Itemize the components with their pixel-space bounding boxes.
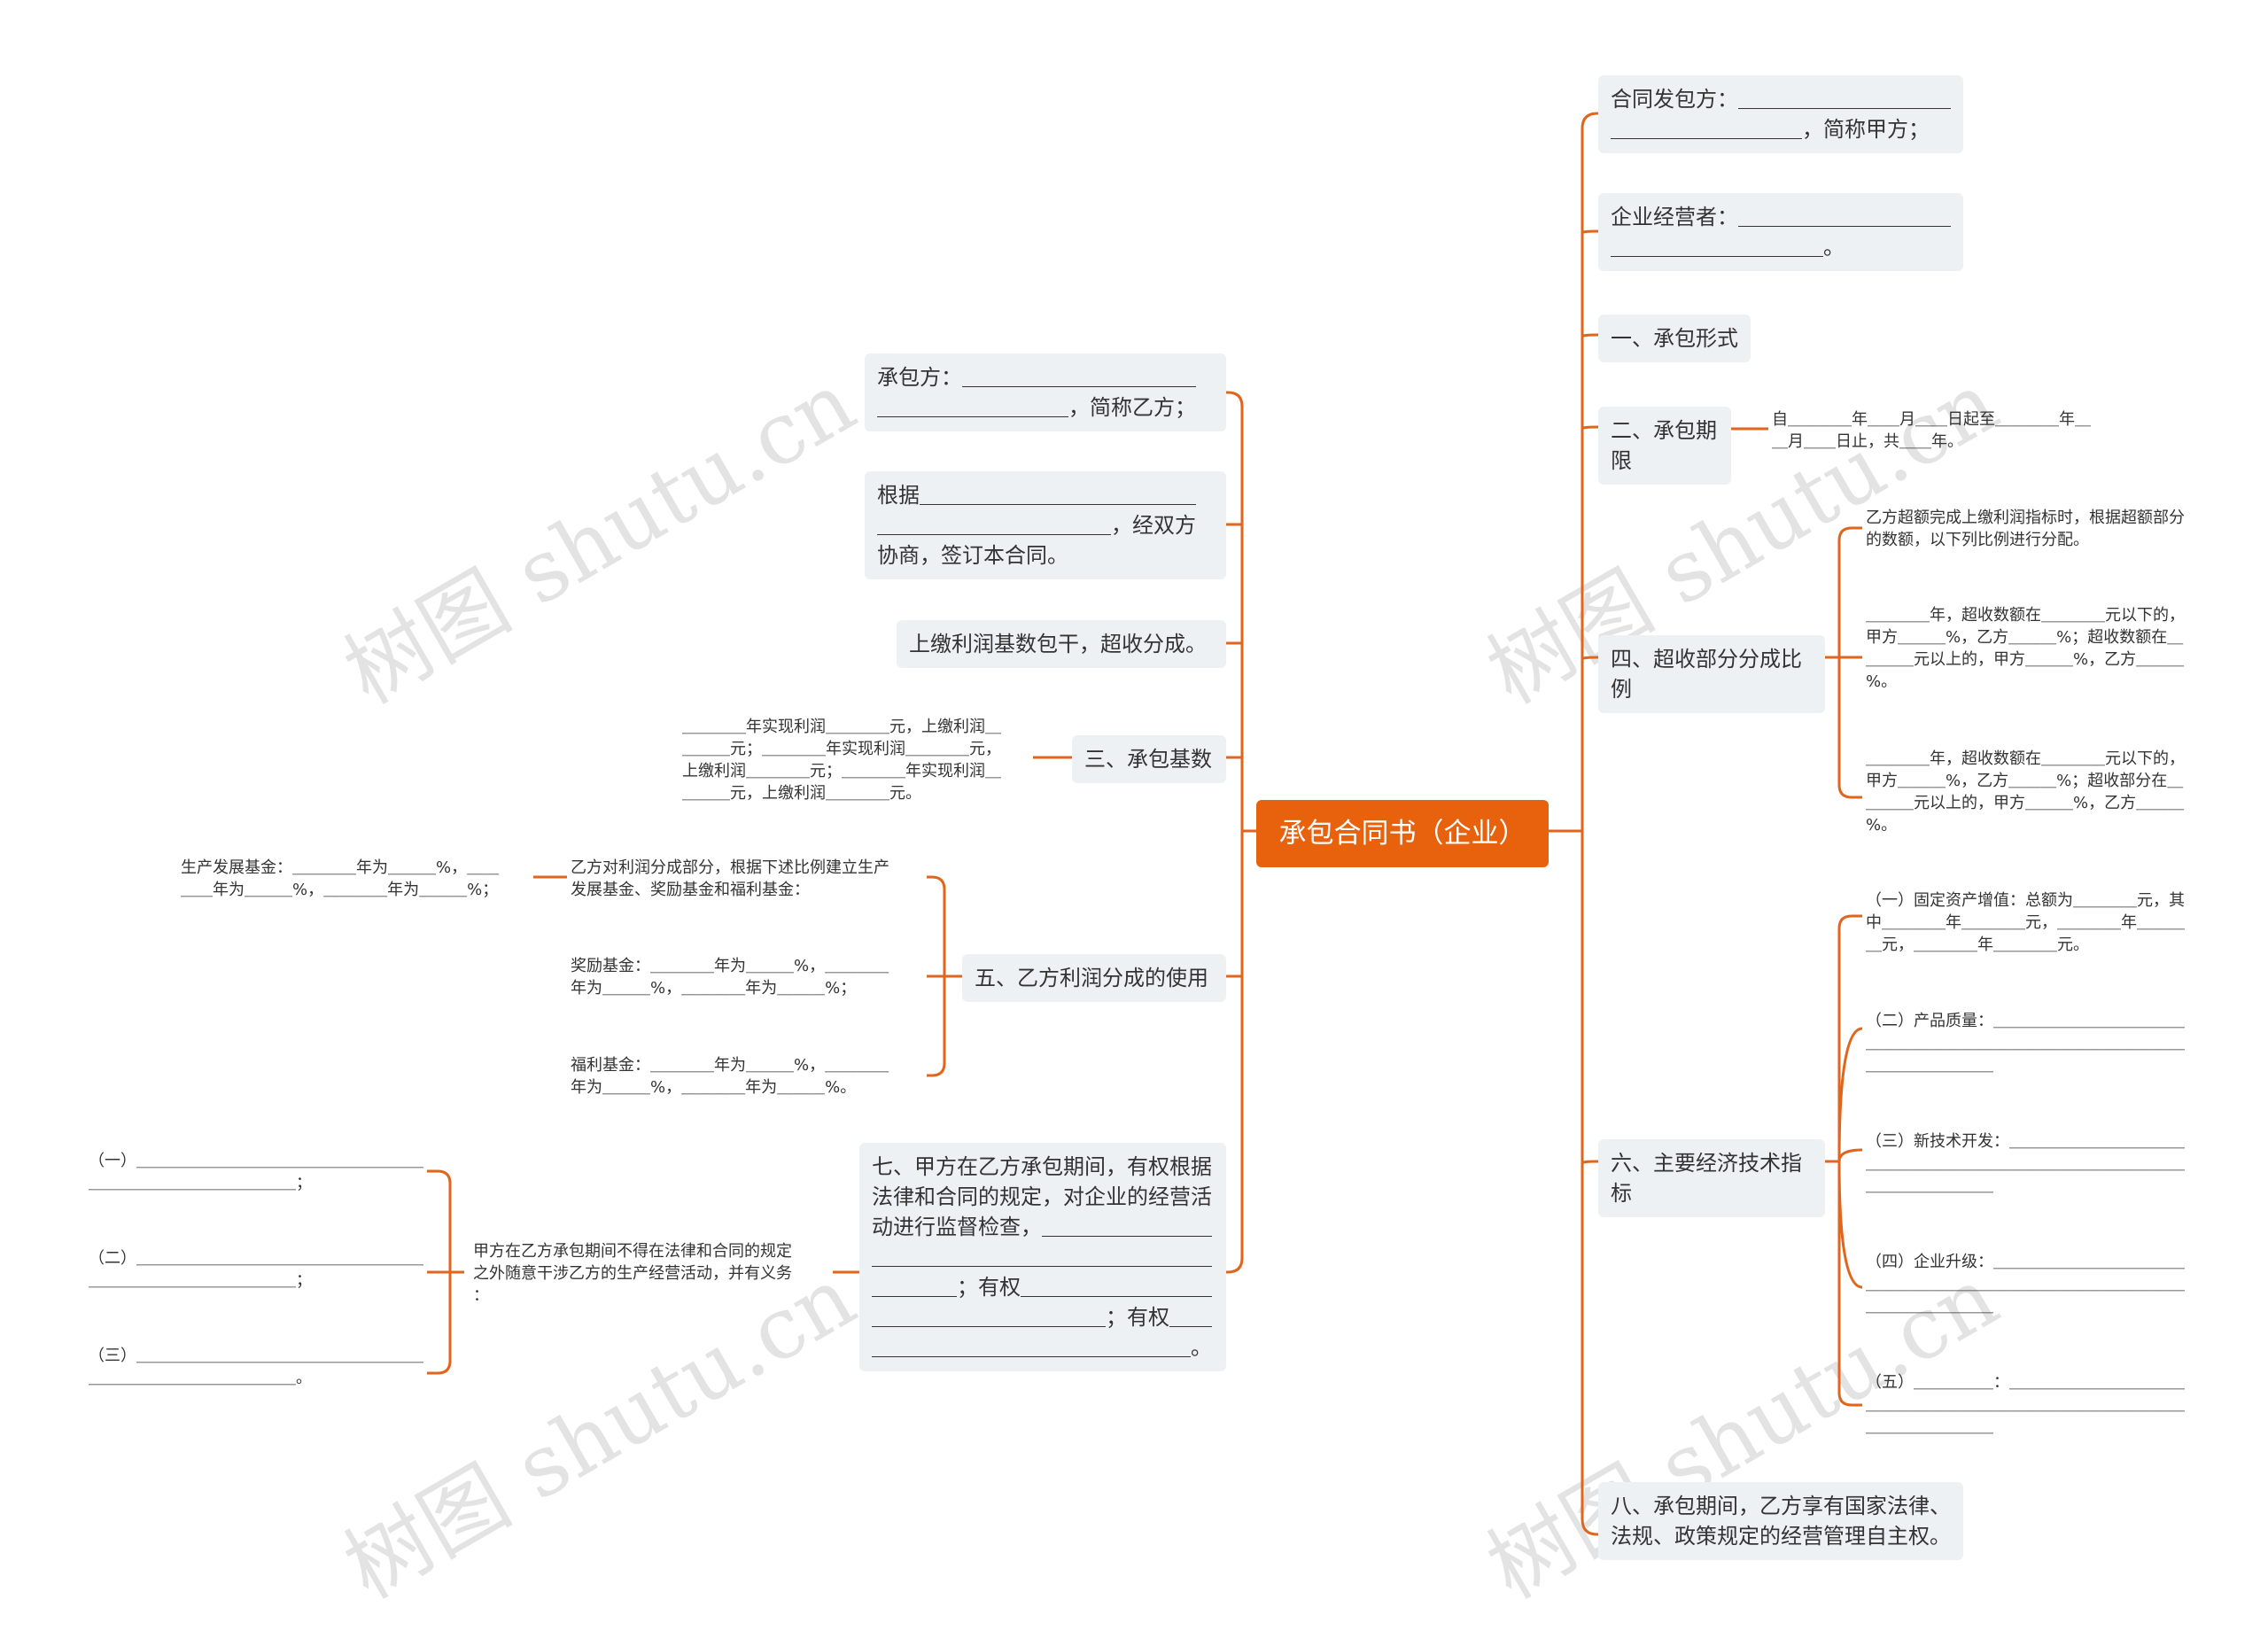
node-basis[interactable]: 根据＿＿＿＿＿＿＿＿＿＿＿＿＿＿＿＿＿＿＿＿＿＿＿＿，经双方协商，签订本合同。 — [865, 471, 1226, 579]
leaf-enterprise-upgrade: （四）企业升级：＿＿＿＿＿＿＿＿＿＿＿＿ ＿＿＿＿＿＿＿＿＿＿＿＿＿＿＿＿＿＿＿… — [1866, 1253, 2185, 1316]
node-supervision-rights[interactable]: 七、甲方在乙方承包期间，有权根据法律和合同的规定，对企业的经营活动进行监督检查，… — [859, 1143, 1226, 1371]
node-profit-share-use[interactable]: 五、乙方利润分成的使用 — [962, 954, 1226, 1002]
connector — [1581, 656, 1599, 660]
leaf-obligation-1: （一）＿＿＿＿＿＿＿＿＿＿＿＿＿＿＿＿＿＿ ＿＿＿＿＿＿＿＿＿＿＿＿＿； — [89, 1152, 423, 1192]
node-profit-base[interactable]: 上缴利润基数包干，超收分成。 — [897, 620, 1226, 668]
leaf-excess-share-intro: 乙方超额完成上缴利润指标时，根据超额部分 的数额，以下列比例进行分配。 — [1866, 509, 2185, 549]
node-contract-base[interactable]: 三、承包基数 — [1072, 735, 1226, 783]
leaf-fund-setup: 乙方对利润分成部分，根据下述比例建立生产 发展基金、奖励基金和福利基金： — [571, 858, 889, 899]
node-contract-form[interactable]: 一、承包形式 — [1598, 314, 1751, 362]
connector — [427, 1272, 452, 1375]
leaf-product-quality: （二）产品质量：＿＿＿＿＿＿＿＿＿＿＿＿ ＿＿＿＿＿＿＿＿＿＿＿＿＿＿＿＿＿＿＿… — [1866, 1012, 2185, 1075]
connector — [1837, 1161, 1863, 1289]
connector — [1837, 1161, 1862, 1407]
leaf-contract-base-detail: ＿＿＿＿年实现利润＿＿＿＿元，上缴利润＿ ＿＿＿元；＿＿＿＿年实现利润＿＿＿＿元… — [682, 718, 1001, 803]
connector — [1226, 831, 1244, 1274]
node-enterprise-operator[interactable]: 企业经营者：＿＿＿＿＿＿＿＿＿＿＿＿＿＿＿＿＿＿＿＿。 — [1598, 193, 1963, 271]
node-contractor[interactable]: 承包方：＿＿＿＿＿＿＿＿＿＿＿＿＿＿＿＿＿＿＿＿，简称乙方； — [865, 353, 1226, 431]
leaf-obligation-2: （二）＿＿＿＿＿＿＿＿＿＿＿＿＿＿＿＿＿＿ ＿＿＿＿＿＿＿＿＿＿＿＿＿； — [89, 1249, 423, 1290]
connector — [1581, 229, 1599, 234]
connector — [927, 976, 946, 1077]
connector — [1837, 526, 1862, 657]
connector — [1837, 657, 1862, 799]
leaf-contract-term-detail: 自＿＿＿＿年＿＿月＿＿日起至＿＿＿＿年＿ ＿月＿＿日止，共＿＿年。 — [1772, 410, 2091, 451]
root-node[interactable]: 承包合同书（企业） — [1256, 800, 1549, 867]
node-economic-indicators[interactable]: 六、主要经济技术指标 — [1598, 1139, 1825, 1217]
connector — [1581, 1160, 1599, 1164]
leaf-excess-share-year-a: ＿＿＿＿年，超收数额在＿＿＿＿元以下的， 甲方＿＿＿%，乙方＿＿＿%；超收数额在… — [1866, 606, 2185, 691]
leaf-other-indicator: （五）＿＿＿＿＿：＿＿＿＿＿＿＿＿＿＿＿ ＿＿＿＿＿＿＿＿＿＿＿＿＿＿＿＿＿＿＿… — [1866, 1373, 2185, 1436]
connector — [1837, 914, 1862, 1161]
leaf-new-tech: （三）新技术开发：＿＿＿＿＿＿＿＿＿＿＿ ＿＿＿＿＿＿＿＿＿＿＿＿＿＿＿＿＿＿＿… — [1866, 1132, 2185, 1195]
connector — [1581, 112, 1598, 831]
connector — [927, 875, 946, 976]
connector — [1581, 333, 1599, 338]
leaf-excess-share-year-b: ＿＿＿＿年，超收数额在＿＿＿＿元以下的， 甲方＿＿＿%，乙方＿＿＿%；超收部分在… — [1866, 749, 2185, 835]
connector — [1581, 425, 1599, 430]
connector — [1837, 1027, 1863, 1162]
connector — [1581, 831, 1598, 1536]
node-autonomy-rights[interactable]: 八、承包期间，乙方享有国家法律、法规、政策规定的经营管理自主权。 — [1598, 1482, 1963, 1560]
leaf-reward-fund: 奖励基金：＿＿＿＿年为＿＿＿%，＿＿＿＿ 年为＿＿＿%，＿＿＿＿年为＿＿＿%； — [571, 957, 889, 998]
leaf-production-fund: 生产发展基金：＿＿＿＿年为＿＿＿%，＿＿ ＿＿年为＿＿＿%，＿＿＿＿年为＿＿＿%… — [181, 858, 500, 899]
connector — [427, 1169, 452, 1272]
node-contract-issuer[interactable]: 合同发包方：＿＿＿＿＿＿＿＿＿＿＿＿＿＿＿＿＿＿＿，简称甲方； — [1598, 75, 1963, 153]
leaf-obligation-3: （三）＿＿＿＿＿＿＿＿＿＿＿＿＿＿＿＿＿＿ ＿＿＿＿＿＿＿＿＿＿＿＿＿。 — [89, 1347, 423, 1387]
connector — [1226, 391, 1244, 831]
node-contract-term[interactable]: 二、承包期限 — [1598, 407, 1731, 485]
leaf-fixed-asset: （一）固定资产增值：总额为＿＿＿＿元，其 中＿＿＿＿年＿＿＿＿元，＿＿＿＿年＿＿… — [1866, 891, 2185, 954]
connector — [1837, 1148, 1863, 1162]
leaf-welfare-fund: 福利基金：＿＿＿＿年为＿＿＿%，＿＿＿＿ 年为＿＿＿%，＿＿＿＿年为＿＿＿%。 — [571, 1056, 889, 1097]
leaf-non-interference: 甲方在乙方承包期间不得在法律和合同的规定 之外随意干涉乙方的生产经营活动，并有义… — [473, 1242, 792, 1305]
node-excess-share-ratio[interactable]: 四、超收部分分成比例 — [1598, 635, 1825, 713]
